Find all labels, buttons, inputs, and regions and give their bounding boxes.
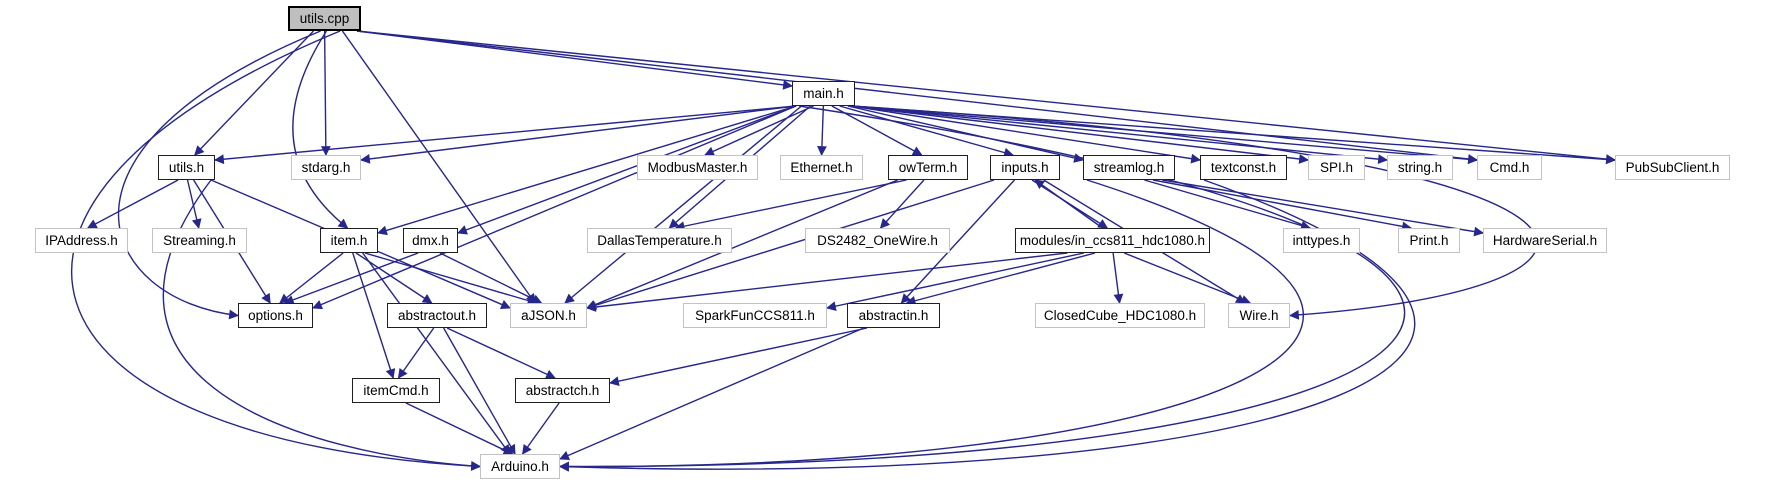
edge-streamlog-h-to-hwserial-h: [1162, 179, 1484, 237]
edge-inputs-h-to-absin-h: [900, 179, 1015, 304]
edge-main-h-to-stdarg-h: [360, 105, 797, 164]
graph-node-ajson-h[interactable]: aJSON.h: [510, 303, 587, 328]
edge-dmx-h-to-ajson-h: [439, 252, 543, 304]
edge-textconst-h-to-arduino-h: [559, 179, 1416, 472]
edge-owterm-h-to-ajson-h: [586, 179, 898, 310]
edge-utils-h-to-arduino-h: [162, 179, 481, 471]
edge-main-h-to-owterm-h: [831, 105, 923, 156]
edge-utils-cpp-to-arduino-h: [71, 30, 481, 471]
graph-node-absin-h[interactable]: abstractin.h: [847, 303, 940, 328]
edge-utils-cpp-to-pubsub-h: [356, 30, 1616, 164]
graph-node-streaming-h[interactable]: Streaming.h: [152, 228, 247, 253]
edge-utils-h-to-streaming-h: [186, 179, 202, 229]
graph-node-cmd-h[interactable]: Cmd.h: [1477, 155, 1542, 180]
edge-ccs811mod-h-to-absin-h: [905, 252, 1096, 306]
edge-main-h-to-ethernet-h: [817, 105, 827, 156]
graph-node-itemcmd-h[interactable]: itemCmd.h: [352, 378, 440, 403]
edge-main-h-to-options-h: [312, 105, 797, 310]
graph-node-utils-h[interactable]: utils.h: [158, 155, 215, 180]
edge-absch-h-to-arduino-h: [521, 402, 560, 455]
graph-node-closedcube-h[interactable]: ClosedCube_HDC1080.h: [1035, 303, 1205, 328]
edge-streamlog-h-to-arduino-h: [559, 179, 1304, 472]
edge-main-h-to-textconst-h: [850, 105, 1201, 164]
graph-node-textconst-h[interactable]: textconst.h: [1200, 155, 1287, 180]
graph-node-ethernet-h[interactable]: Ethernet.h: [780, 155, 863, 180]
edge-owterm-h-to-dallas-h: [674, 179, 907, 232]
edge-streamlog-h-to-inttypes-h: [1144, 179, 1311, 231]
edge-itemcmd-h-to-arduino-h: [405, 402, 514, 455]
edge-main-h-to-modbus-h: [704, 105, 814, 156]
edge-main-h-to-utils-h: [214, 105, 797, 165]
edge-inputs-h-to-ajson-h: [586, 179, 995, 311]
graph-node-inttypes-h[interactable]: inttypes.h: [1283, 228, 1360, 253]
graph-node-inputs-h[interactable]: inputs.h: [990, 155, 1060, 180]
graph-node-ipaddress-h[interactable]: IPAddress.h: [35, 228, 128, 253]
edge-utils-cpp-to-stdarg-h: [320, 30, 331, 156]
edge-main-h-to-cmd-h: [850, 105, 1478, 165]
graph-node-main-h[interactable]: main.h: [792, 81, 855, 106]
edge-ccs811mod-h-to-inputs-h: [1034, 179, 1103, 229]
graph-node-modbus-h[interactable]: ModbusMaster.h: [637, 155, 758, 180]
graph-node-ds2482-h[interactable]: DS2482_OneWire.h: [805, 228, 950, 253]
edge-main-h-to-dmx-h: [457, 105, 797, 235]
edge-ccs811mod-h-to-ajson-h: [586, 252, 1068, 312]
graph-node-string-h[interactable]: string.h: [1387, 155, 1453, 180]
edge-item-h-to-options-h: [279, 252, 344, 304]
edge-owterm-h-to-ds2482-h: [879, 179, 925, 229]
edge-utils-h-to-ipaddress-h: [86, 179, 179, 229]
edge-main-h-to-ajson-h: [564, 105, 802, 304]
graph-node-sparkfun-h[interactable]: SparkFunCCS811.h: [683, 303, 827, 328]
edge-item-h-to-arduino-h: [362, 252, 511, 455]
edge-main-h-to-string-h: [850, 105, 1388, 164]
edge-main-h-to-wire-h: [850, 105, 1538, 320]
edge-absout-h-to-arduino-h: [443, 327, 516, 455]
edge-dmx-h-to-options-h: [283, 252, 419, 305]
edge-item-h-to-itemcmd-h: [352, 252, 396, 379]
graph-node-arduino-h[interactable]: Arduino.h: [480, 454, 560, 479]
graph-node-item-h[interactable]: item.h: [320, 228, 378, 253]
edge-absout-h-to-itemcmd-h: [397, 327, 435, 379]
edge-main-h-to-inputs-h: [839, 105, 1014, 158]
edge-absin-h-to-arduino-h: [559, 327, 864, 461]
edge-utils-cpp-to-cmd-h: [356, 30, 1478, 164]
edge-main-h-to-spi-h: [850, 105, 1309, 164]
graph-node-ccs811mod-h[interactable]: modules/in_ccs811_hdc1080.h: [1015, 228, 1210, 253]
edge-streamlog-h-to-print-h: [1152, 179, 1412, 232]
graph-node-options-h[interactable]: options.h: [238, 303, 313, 328]
edge-utils-cpp-to-ajson-h: [341, 30, 536, 304]
graph-node-dallas-h[interactable]: DallasTemperature.h: [587, 228, 732, 253]
graph-node-streamlog-h[interactable]: streamlog.h: [1083, 155, 1175, 180]
edge-main-h-to-streamlog-h: [847, 105, 1084, 163]
graph-node-print-h[interactable]: Print.h: [1398, 228, 1460, 253]
graph-node-stdarg-h[interactable]: stdarg.h: [291, 155, 361, 180]
edge-utils-cpp-to-item-h: [292, 30, 349, 229]
edge-item-h-to-ajson-h: [364, 252, 538, 306]
graph-node-owterm-h[interactable]: owTerm.h: [888, 155, 968, 180]
graph-node-dmx-h[interactable]: dmx.h: [403, 228, 458, 253]
edge-main-h-to-item-h: [377, 105, 797, 236]
edge-ccs811mod-h-to-sparkfun-h: [826, 252, 1085, 311]
graph-node-utils-cpp: utils.cpp: [288, 6, 361, 31]
edge-ccs811mod-h-to-wire-h: [1123, 252, 1252, 305]
graph-node-hwserial-h[interactable]: HardwareSerial.h: [1483, 228, 1607, 253]
edge-ccs811mod-h-to-closedcube-h: [1112, 252, 1124, 304]
graph-node-pubsub-h[interactable]: PubSubClient.h: [1615, 155, 1730, 180]
edge-absout-h-to-absch-h: [446, 327, 556, 379]
edge-utils-cpp-to-main-h: [356, 30, 793, 90]
edge-absin-h-to-absch-h: [609, 327, 868, 386]
graph-node-absch-h[interactable]: abstractch.h: [515, 378, 610, 403]
graph-node-spi-h[interactable]: SPI.h: [1308, 155, 1365, 180]
graph-node-absout-h[interactable]: abstractout.h: [387, 303, 487, 328]
edge-utils-cpp-to-utils-h: [194, 30, 314, 156]
graph-node-wire-h[interactable]: Wire.h: [1228, 303, 1290, 328]
